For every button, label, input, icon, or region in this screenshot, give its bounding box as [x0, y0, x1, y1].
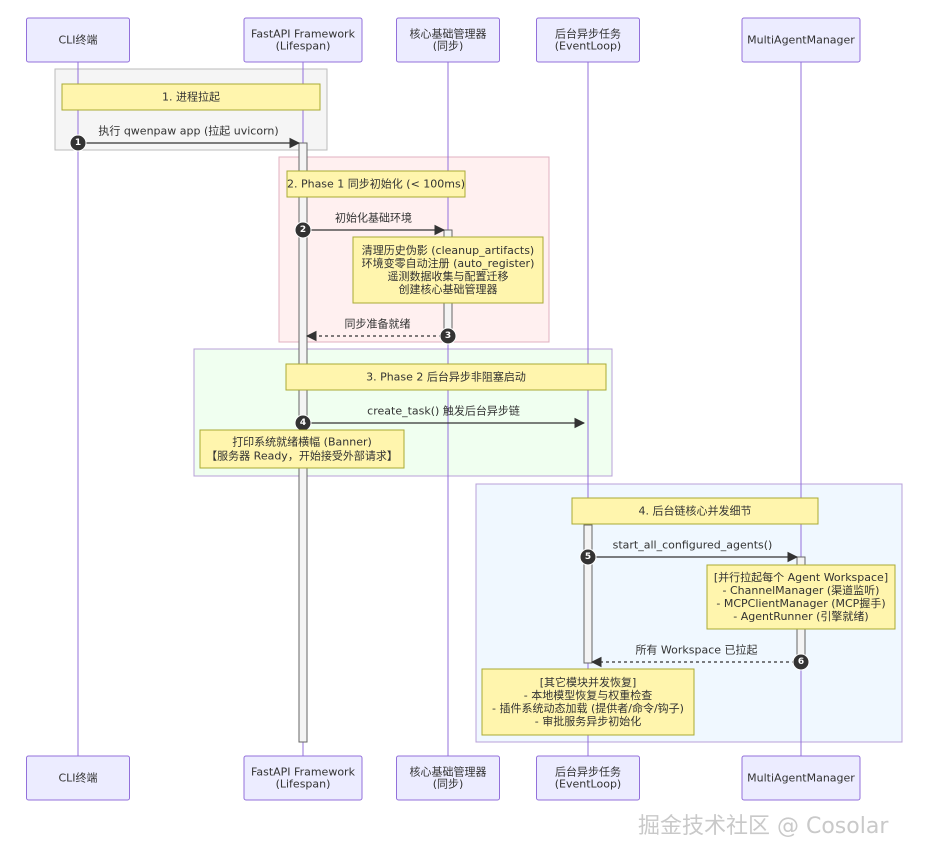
participant-label: MultiAgentManager — [747, 34, 855, 47]
note-line: - 本地模型恢复与权重检查 — [524, 688, 652, 702]
sequence-number: 6 — [798, 657, 804, 667]
participant-label: (Lifespan) — [276, 778, 331, 791]
phase-title-2: 2. Phase 1 同步初始化 (< 100ms) — [286, 170, 466, 198]
note-line: 【服务器 Ready，开始接受外部请求】 — [206, 449, 398, 463]
phase-title-text: 3. Phase 2 后台异步非阻塞启动 — [366, 370, 526, 384]
message-label: 所有 Workspace 已拉起 — [635, 643, 757, 657]
participant-label: (同步) — [433, 778, 464, 791]
note-3: [并行拉起每个 Agent Workspace]- ChannelManager… — [706, 564, 896, 630]
message-label: start_all_configured_agents() — [613, 539, 773, 552]
participant-bg-top: 后台异步任务(EventLoop) — [536, 17, 640, 63]
participant-label: CLI终端 — [58, 33, 97, 47]
note-line: - MCPClientManager (MCP握手) — [716, 596, 885, 610]
participant-cli-top: CLI终端 — [26, 17, 130, 63]
message-label: create_task() 触发后台异步链 — [367, 404, 520, 418]
message-label: 执行 qwenpaw app (拉起 uvicorn) — [98, 124, 278, 138]
message-3: 同步准备就绪 3 — [305, 317, 457, 345]
note-line: 环境变零自动注册 (auto_register) — [362, 256, 535, 270]
participant-core-top: 核心基础管理器(同步) — [396, 17, 500, 63]
note-line: - 插件系统动态加载 (提供者/命令/钩子) — [492, 701, 684, 715]
sequence-number: 3 — [445, 331, 451, 341]
note-line: 创建核心基础管理器 — [399, 282, 498, 296]
participant-mam-top: MultiAgentManager — [741, 17, 861, 63]
participant-core-bottom: 核心基础管理器(同步) — [396, 755, 500, 801]
note-line: - AgentRunner (引擎就绪) — [733, 609, 868, 623]
phase-title-text: 4. 后台链核心并发细节 — [639, 504, 752, 518]
note-4: [其它模块并发恢复]- 本地模型恢复与权重检查- 插件系统动态加载 (提供者/命… — [481, 668, 695, 736]
message-5: start_all_configured_agents() 5 — [579, 539, 799, 566]
note-line: 遥测数据收集与配置迁移 — [388, 269, 509, 283]
participant-label: 核心基础管理器 — [410, 27, 487, 41]
participant-label: FastAPI Framework — [251, 766, 356, 779]
participant-label: CLI终端 — [58, 771, 97, 785]
note-line: 打印系统就绪横幅 (Banner) — [232, 435, 372, 449]
note-line: - ChannelManager (渠道监听) — [723, 583, 880, 597]
participant-label: MultiAgentManager — [747, 772, 855, 785]
phase-title-text: 2. Phase 1 同步初始化 (< 100ms) — [287, 177, 465, 191]
activation-bar-bg — [583, 524, 593, 664]
phase-title-1: 1. 进程拉起 — [61, 83, 321, 111]
participant-fastapi-bottom: FastAPI Framework(Lifespan) — [243, 755, 363, 801]
message-6: 所有 Workspace 已拉起 6 — [590, 643, 810, 671]
participant-label: (EventLoop) — [555, 778, 621, 791]
participant-label: (Lifespan) — [276, 40, 331, 53]
message-2: 初始化基础环境 2 — [294, 211, 446, 239]
phase-title-text: 1. 进程拉起 — [162, 90, 220, 104]
participant-label: 核心基础管理器 — [410, 765, 487, 779]
sequence-number: 5 — [585, 552, 591, 562]
participant-label: (EventLoop) — [555, 40, 621, 53]
note-line: 清理历史伪影 (cleanup_artifacts) — [362, 244, 534, 257]
watermark: 掘金技术社区 @ Cosolar — [638, 814, 889, 839]
note-line: [其它模块并发恢复] — [540, 675, 637, 689]
message-1: 执行 qwenpaw app (拉起 uvicorn) 1 — [69, 124, 301, 152]
participant-label: 后台异步任务 — [555, 765, 621, 779]
message-4: create_task() 触发后台异步链 4 — [294, 404, 586, 432]
sequence-number: 4 — [300, 418, 306, 428]
sequence-number-badge: 3 — [439, 327, 457, 345]
sequence-number-badge: 2 — [294, 221, 312, 239]
participant-fastapi-top: FastAPI Framework(Lifespan) — [243, 17, 363, 63]
phase-title-4: 4. 后台链核心并发细节 — [571, 497, 819, 525]
note-2: 打印系统就绪横幅 (Banner)【服务器 Ready，开始接受外部请求】 — [199, 429, 405, 469]
participant-label: (同步) — [433, 40, 464, 53]
note-line: [并行拉起每个 Agent Workspace] — [714, 570, 888, 584]
phase-title-3: 3. Phase 2 后台异步非阻塞启动 — [285, 363, 607, 391]
note-line: - 审批服务异步初始化 — [535, 714, 641, 728]
message-label: 同步准备就绪 — [345, 317, 411, 331]
participant-label: 后台异步任务 — [555, 27, 621, 41]
sequence-number-badge: 4 — [294, 414, 312, 432]
message-label: 初始化基础环境 — [335, 211, 412, 225]
participant-bg-bottom: 后台异步任务(EventLoop) — [536, 755, 640, 801]
sequence-number-badge: 5 — [579, 548, 597, 566]
sequence-number: 1 — [75, 138, 81, 148]
participant-mam-bottom: MultiAgentManager — [741, 755, 861, 801]
participant-label: FastAPI Framework — [251, 28, 356, 41]
note-1: 清理历史伪影 (cleanup_artifacts)环境变零自动注册 (auto… — [352, 236, 544, 304]
sequence-number: 2 — [300, 225, 306, 235]
sequence-number-badge: 6 — [792, 653, 810, 671]
sequence-number-badge: 1 — [69, 134, 87, 152]
participant-cli-bottom: CLI终端 — [26, 755, 130, 801]
